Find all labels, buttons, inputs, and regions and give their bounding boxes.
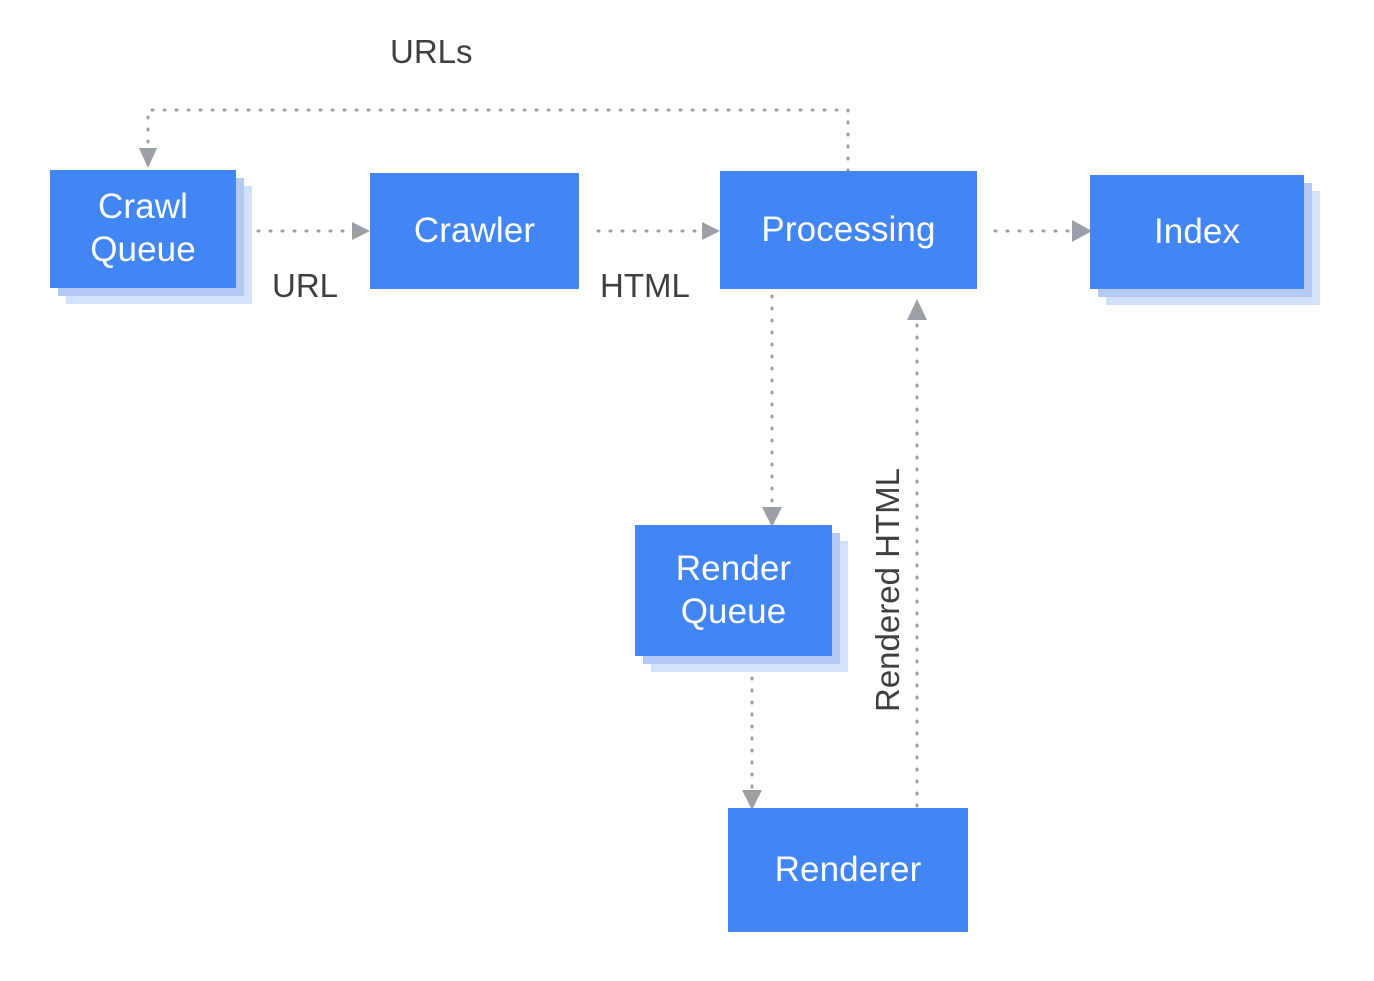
node-surface: Crawler [370, 173, 579, 289]
node-render-queue[interactable]: Render Queue [635, 525, 848, 672]
node-surface: Processing [720, 171, 977, 289]
node-label-render-queue: Render Queue [675, 548, 792, 631]
edge-to-render-queue [762, 294, 782, 527]
node-surface: Renderer [728, 808, 968, 932]
node-label-processing: Processing [761, 209, 936, 249]
node-processing[interactable]: Processing [720, 171, 977, 289]
edge-label-urls: URLs [390, 33, 473, 70]
edge-to-renderer [742, 676, 762, 810]
node-crawl-queue[interactable]: Crawl Queue [50, 170, 252, 304]
node-label-crawler: Crawler [413, 210, 536, 250]
edge-rendered-html [907, 299, 927, 808]
node-label-crawl-queue: Crawl Queue [90, 187, 196, 269]
edge-url [256, 222, 370, 240]
node-crawler[interactable]: Crawler [370, 173, 579, 289]
node-surface: Render Queue [635, 525, 832, 656]
edge-urls [139, 108, 850, 173]
node-label-renderer: Renderer [774, 849, 922, 889]
node-surface: Crawl Queue [50, 170, 236, 288]
node-renderer[interactable]: Renderer [728, 808, 968, 932]
edge-label-rendered-html: Rendered HTML [869, 468, 906, 712]
edge-html [596, 222, 720, 240]
edge-label-html: HTML [600, 267, 690, 304]
node-index[interactable]: Index [1090, 175, 1320, 305]
node-label-index: Index [1153, 211, 1241, 251]
node-surface: Index [1090, 175, 1304, 289]
edge-label-url: URL [272, 267, 339, 304]
edge-to-index [993, 220, 1092, 242]
